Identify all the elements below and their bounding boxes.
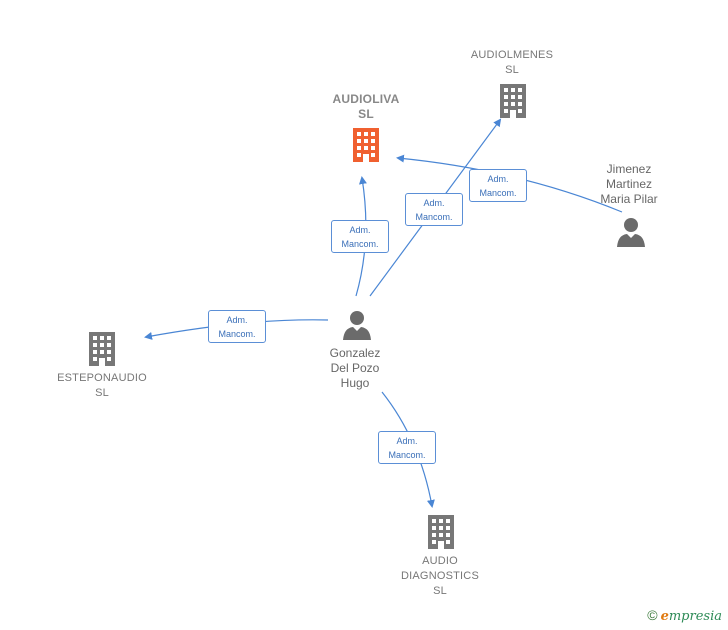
person-icon-gonzalez[interactable] [342,309,372,341]
building-icon-audio-diagnostics[interactable] [426,515,456,549]
person-surname-1: Gonzalez [329,346,381,360]
company-name: ESTEPONAUDIO [57,372,147,384]
brand-logo-letter: e [660,609,669,624]
brand-logo-text: mpresia [668,609,722,624]
edge-label-jimenez-audioliva[interactable]: Adm. Mancom. [469,169,527,202]
building-icon-esteponaudio[interactable] [87,332,117,366]
person-surname-2: Martinez [605,177,652,191]
company-suffix: SL [433,585,447,597]
person-surname-1: Jimenez [606,162,652,176]
company-suffix: SL [358,107,374,121]
company-label-audiolmenes[interactable]: AUDIOLMENES SL [452,48,572,78]
person-label-jimenez[interactable]: Jimenez Martinez Maria Pilar [579,162,679,207]
edge-role: Adm. [349,225,371,235]
building-icon-audioliva[interactable] [351,128,381,162]
copyright-icon: © [647,607,658,623]
company-name: AUDIOLMENES [470,49,554,61]
company-name: AUDIOLIVA [332,92,400,106]
edge-role: Adm. [423,198,445,208]
edge-role: Adm. [226,315,248,325]
edge-label-gonzalez-audio-diagnostics[interactable]: Adm. Mancom. [378,431,436,464]
person-icon-jimenez[interactable] [616,216,646,248]
company-suffix: SL [95,387,109,399]
company-name: AUDIO [422,555,458,567]
edge-role-type: Mancom. [479,188,517,198]
company-label-audioliva[interactable]: AUDIOLIVA SL [316,92,416,122]
edge-role: Adm. [396,436,418,446]
person-surname-2: Del Pozo [330,361,380,375]
edge-role-type: Mancom. [341,239,379,249]
edge-label-gonzalez-audiolmenes[interactable]: Adm. Mancom. [405,193,463,226]
edge-role-type: Mancom. [415,212,453,222]
person-label-gonzalez[interactable]: Gonzalez Del Pozo Hugo [305,346,405,391]
company-label-audio-diagnostics[interactable]: AUDIO DIAGNOSTICS SL [380,554,500,599]
edge-label-gonzalez-esteponaudio[interactable]: Adm. Mancom. [208,310,266,343]
edge-role-type: Mancom. [388,450,426,460]
building-icon-audiolmenes[interactable] [498,84,528,118]
brand-watermark: ©empresia [647,607,722,624]
edge-role: Adm. [487,174,509,184]
edge-role-type: Mancom. [218,329,256,339]
company-label-esteponaudio[interactable]: ESTEPONAUDIO SL [42,371,162,401]
company-name-line2: DIAGNOSTICS [401,570,479,582]
edge-label-gonzalez-audioliva[interactable]: Adm. Mancom. [331,220,389,253]
person-given-name: Hugo [340,376,370,390]
company-suffix: SL [505,64,519,76]
person-given-name: Maria Pilar [600,192,658,206]
